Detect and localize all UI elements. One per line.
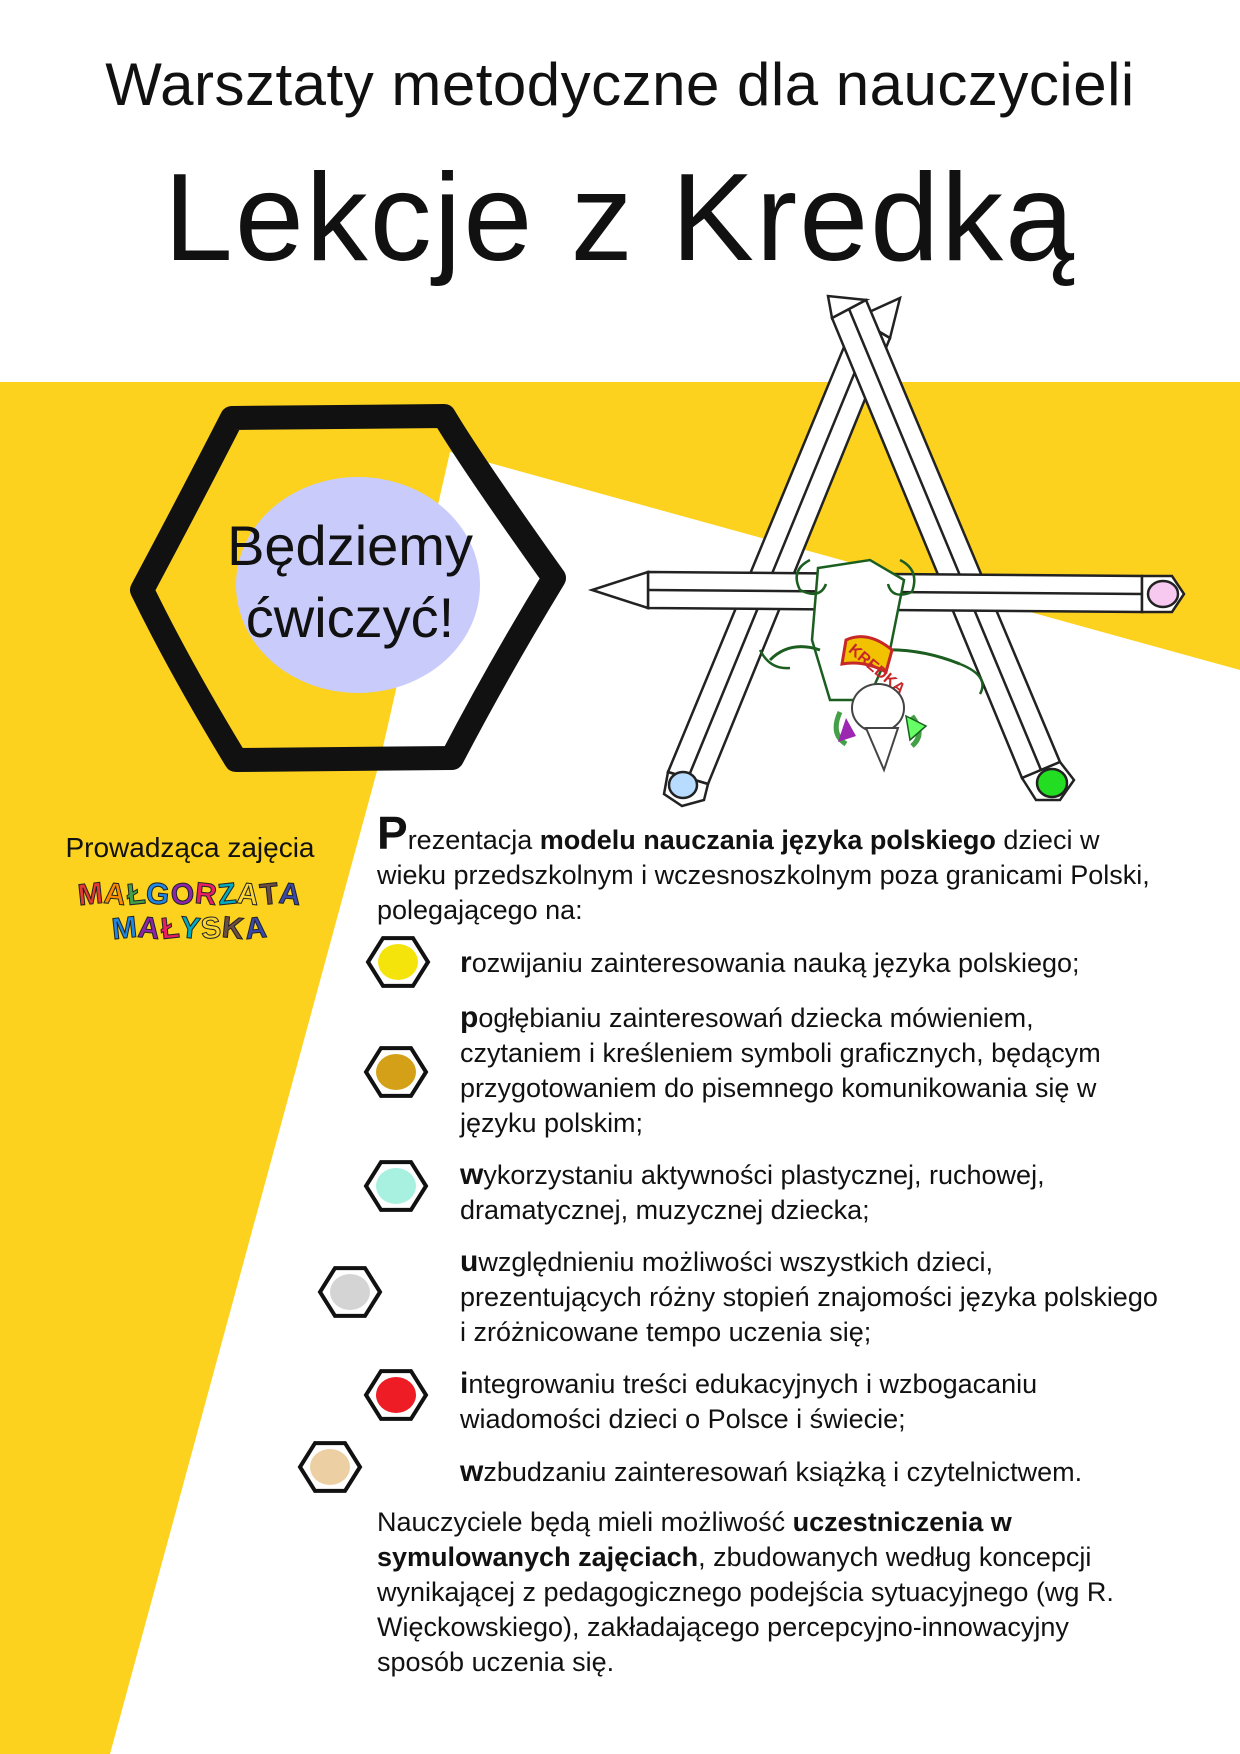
badge-line-1: Będziemy xyxy=(227,514,473,577)
outro-text-2: , zbudowanych według koncepcji wynikając… xyxy=(377,1542,1114,1677)
pencil-character: KREDKA xyxy=(758,558,984,773)
bullet-hexagon-icon xyxy=(363,1046,429,1098)
outro-bold: uczestniczenia w symulowanych zajęciach xyxy=(377,1507,1012,1572)
intro-text-2: dzieci w wieku przedszkolnym i wczesnosz… xyxy=(377,825,1150,925)
badge-blob xyxy=(236,477,480,693)
bullet-hexagon-icon xyxy=(297,1441,363,1493)
list-item: wykorzystaniu aktywności plastycznej, ru… xyxy=(460,1158,1045,1225)
bullet-hexagon-icon xyxy=(365,936,431,988)
list-item: wzbudzaniu zainteresowań książką i czyte… xyxy=(460,1455,1083,1488)
badge-hexagon-outline xyxy=(130,404,566,772)
outro-paragraph: Nauczyciele będą mieli możliwość uczestn… xyxy=(377,1505,1137,1680)
badge-text: Będziemy ćwiczyć! xyxy=(150,510,550,654)
pencil-right-diagonal xyxy=(826,294,1076,802)
intro-text-1: rezentacja xyxy=(407,825,540,855)
leader-block: Prowadząca zajęcia MAŁGORZATA MAŁYSKA xyxy=(40,832,340,947)
bullet-hexagon-icon xyxy=(363,1369,429,1421)
intro-bold: modelu nauczania języka polskiego xyxy=(539,825,996,855)
list-item: uwzględnieniu możliwości wszystkich dzie… xyxy=(460,1245,1158,1347)
intro-initial: P xyxy=(377,807,408,859)
pencil-left-diagonal xyxy=(662,295,902,808)
list-item: rozwijaniu zainteresowania nauką języka … xyxy=(460,946,1080,979)
outro-text-1: Nauczyciele będą mieli możliwość xyxy=(377,1507,793,1537)
bullet-hexagon-icon xyxy=(363,1160,429,1212)
bullet-hexagon-icon xyxy=(317,1266,383,1318)
badge-line-2: ćwiczyć! xyxy=(245,586,455,649)
white-paper-sheet xyxy=(110,452,1240,1754)
list-item: integrowaniu treści edukacyjnych i wzbog… xyxy=(460,1367,1038,1434)
workshop-subtitle: Warsztaty metodyczne dla nauczycieli xyxy=(105,51,1135,118)
page-title: Lekcje z Kredką xyxy=(163,149,1077,287)
leader-label: Prowadząca zajęcia xyxy=(65,832,315,863)
intro-paragraph: Prezentacja modelu nauczania języka pols… xyxy=(377,810,1157,928)
list-item: pogłębianiu zainteresowań dziecka mówien… xyxy=(460,1001,1101,1138)
